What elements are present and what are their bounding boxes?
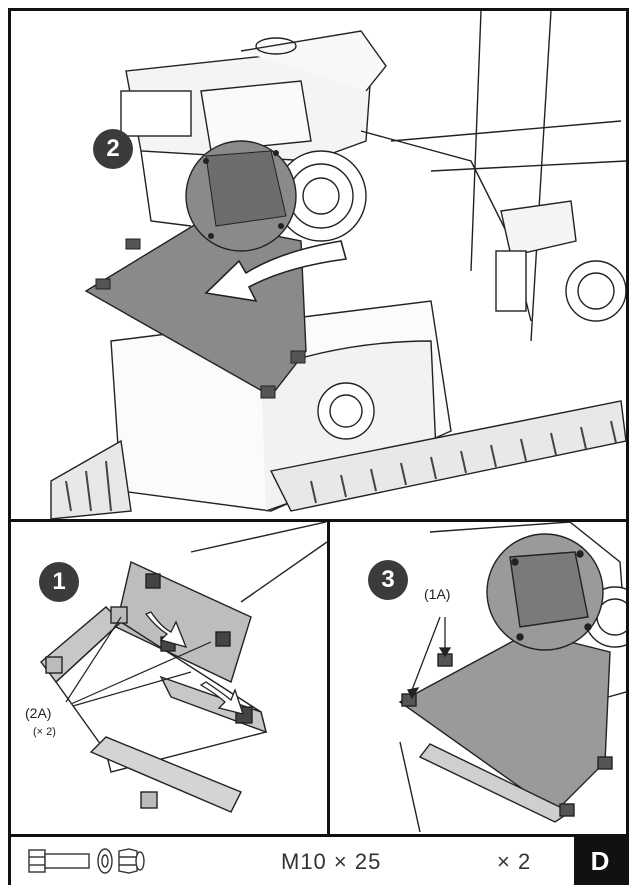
step-badge-3: 3	[368, 560, 408, 600]
hardware-quantity: × 2	[497, 849, 532, 874]
callout-2a: (2A)	[25, 705, 52, 721]
chute-fastening-illustration	[398, 522, 626, 833]
step-badge-2: 2	[93, 129, 133, 169]
assembly-sheet: 2	[8, 8, 629, 885]
washer-icon	[97, 848, 113, 874]
callout-2a-qty: (× 2)	[33, 726, 56, 738]
bracket-detail-illustration	[40, 522, 327, 813]
callout-1a: (1A)	[424, 586, 451, 602]
hardware-icons	[28, 848, 145, 874]
detail-panel-step-1: 1 (2A) (× 2)	[11, 522, 330, 834]
hardware-spec: M10 × 25	[281, 849, 382, 874]
bolt-icon	[28, 849, 90, 873]
hardware-strip: M10 × 25 × 2 D	[11, 834, 626, 885]
discharge-chute	[84, 140, 307, 399]
install-direction-arrow	[204, 240, 348, 303]
machine-illustration	[50, 11, 626, 519]
detail-panel-step-3: 3 (1A)	[330, 522, 626, 834]
main-illustration-panel: 2	[11, 11, 626, 522]
step-badge-1: 1	[39, 562, 79, 602]
nut-icon	[118, 848, 145, 874]
sheet-letter-badge: D	[574, 837, 626, 885]
